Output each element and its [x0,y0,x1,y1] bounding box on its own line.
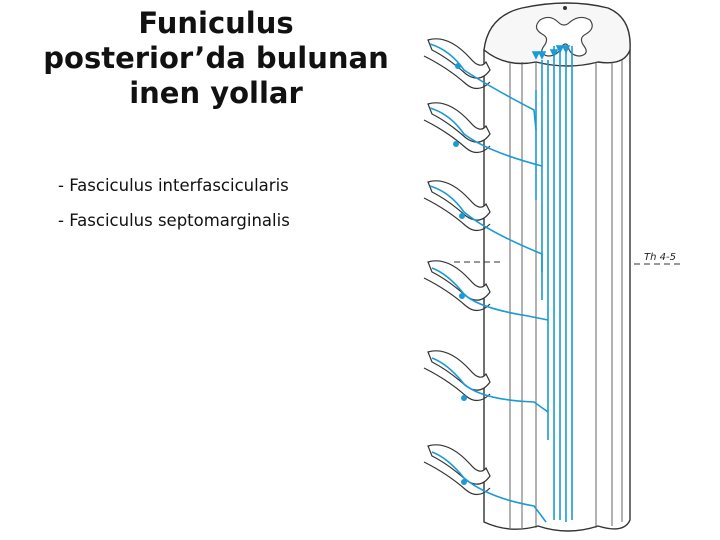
bullet-item: - Fasciculus septomarginalis [58,211,290,230]
nerve-roots [423,38,549,523]
nerve-root [423,260,549,321]
spinal-cord-column [483,2,631,532]
spinal-cord-illustration: Th 4-5 [418,0,718,540]
nerve-root [423,350,549,413]
nerve-root [423,444,547,523]
spinal-cord-svg: Th 4-5 [423,2,684,532]
descending-fibers [531,45,573,522]
segment-marker-lines [454,261,684,265]
nerve-root [423,180,543,272]
segment-label: Th 4-5 [644,252,676,263]
slide-title: Funiculus posterior’da bulunan inen yoll… [20,6,412,110]
title-line-3: inen yollar [129,75,303,110]
title-line-1: Funiculus [138,6,294,40]
nerve-root [423,102,543,167]
title-line-2: posterior’da bulunan [43,40,389,75]
nerve-root [423,38,537,131]
bullet-list: - Fasciculus interfascicularis - Fascicu… [58,176,408,246]
bullet-item: - Fasciculus interfascicularis [58,176,289,195]
